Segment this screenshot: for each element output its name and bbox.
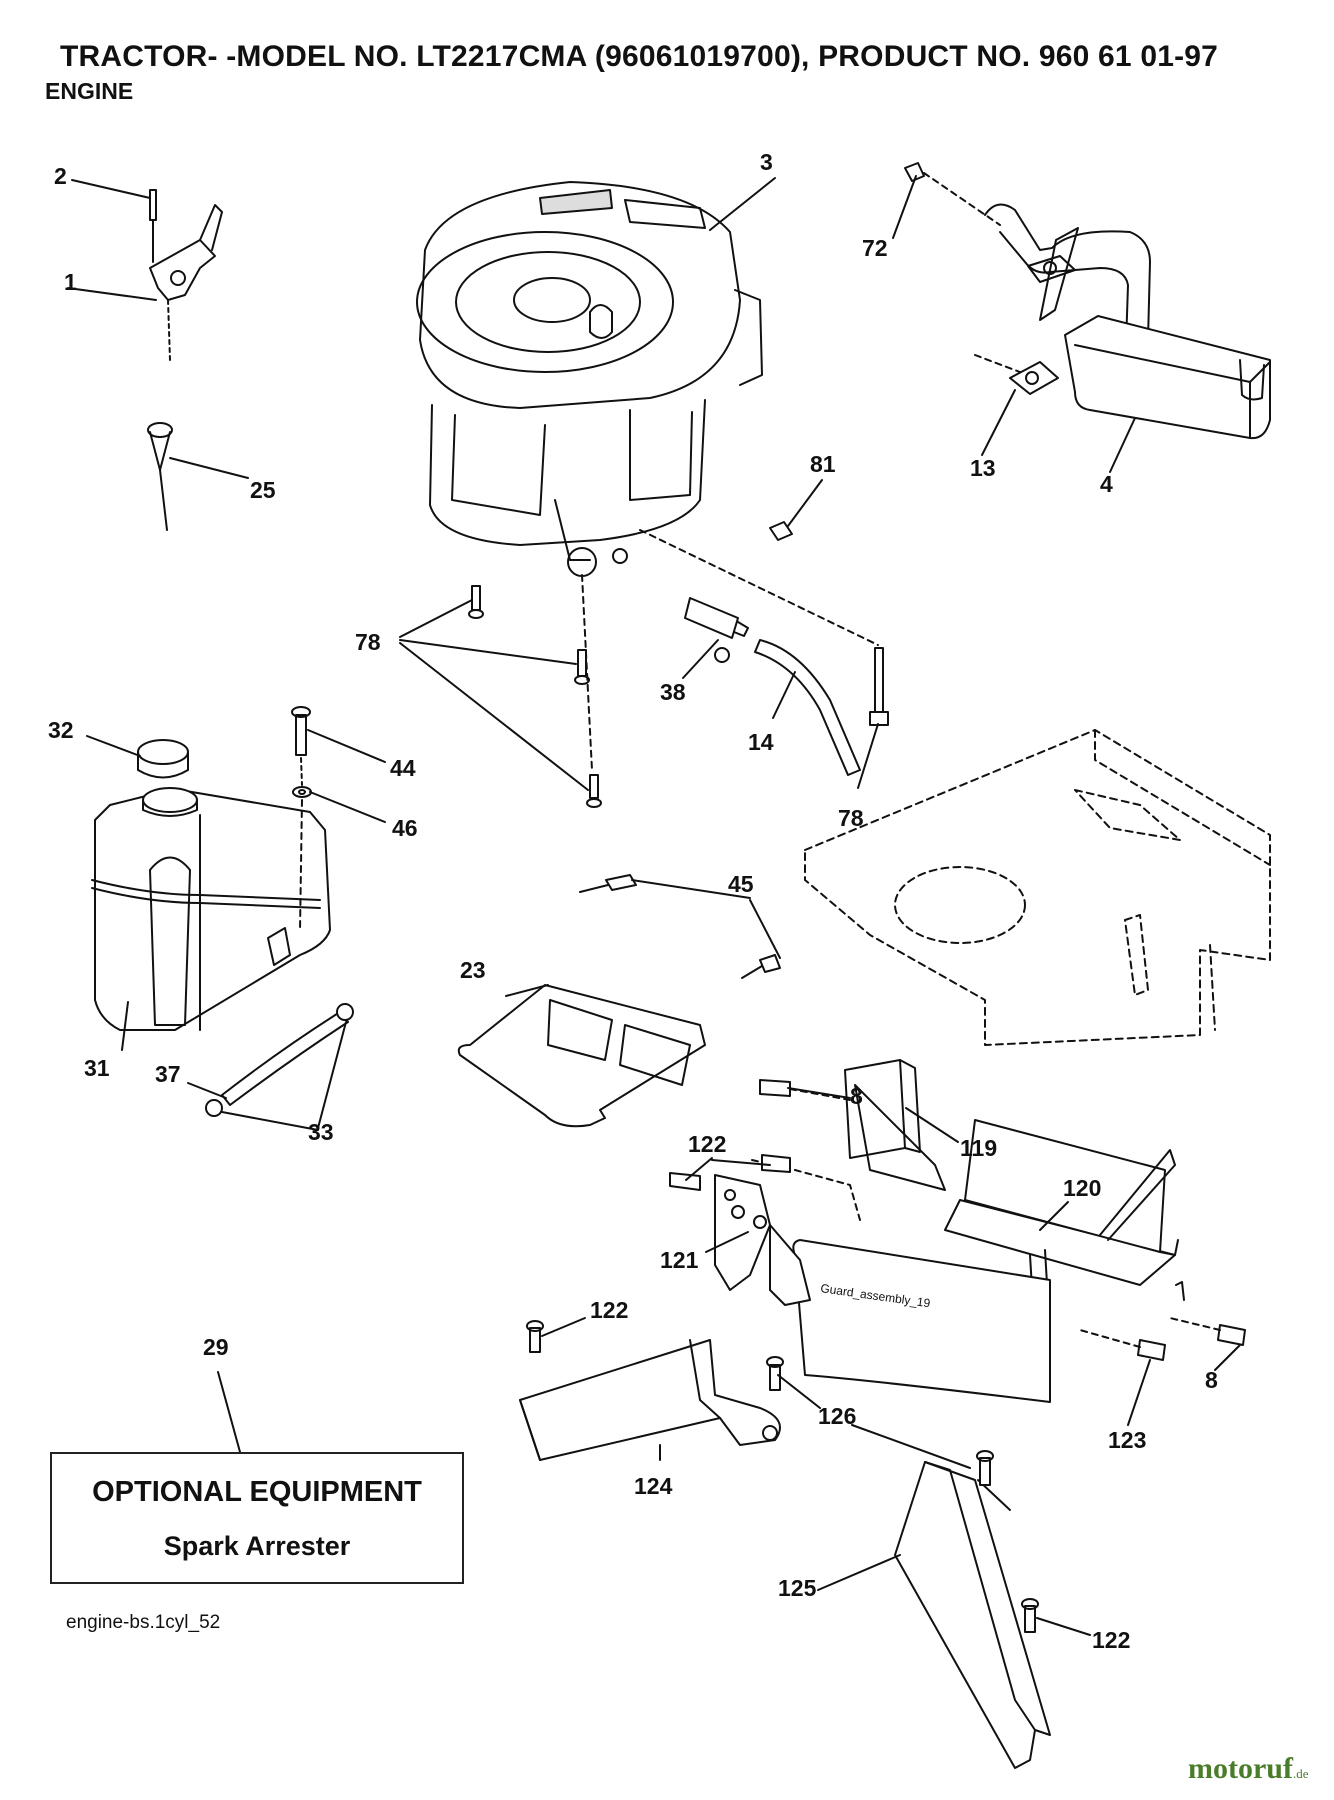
- callout-81: 81: [810, 451, 836, 477]
- optional-equipment-item: Spark Arrester: [163, 1531, 351, 1561]
- heat-shield-part: [457, 874, 781, 1128]
- callout-32: 32: [48, 717, 74, 743]
- diagram-title: TRACTOR- -MODEL NO. LT2217CMA (960610197…: [60, 40, 1219, 73]
- dipstick-part: [147, 422, 173, 531]
- callout-120: 120: [1063, 1175, 1101, 1201]
- callout-29: 29: [203, 1334, 229, 1360]
- callout-125: 125: [778, 1575, 817, 1601]
- callout-1: 1: [64, 269, 77, 295]
- callout-45: 45: [728, 871, 754, 897]
- callout-122-top: 122: [688, 1131, 726, 1157]
- callout-123: 123: [1108, 1427, 1146, 1453]
- callout-25: 25: [250, 477, 276, 503]
- fuel-line-part: [205, 1003, 354, 1117]
- optional-equipment-heading: OPTIONAL EQUIPMENT: [92, 1476, 422, 1508]
- muffler-part: [904, 162, 1271, 440]
- optional-equipment-box: OPTIONAL EQUIPMENT Spark Arrester: [50, 1452, 464, 1584]
- callout-46: 46: [392, 815, 418, 841]
- engine-part: [416, 181, 763, 577]
- diagram-subtitle: ENGINE: [45, 78, 134, 104]
- callout-44: 44: [390, 755, 416, 781]
- callout-126: 126: [818, 1403, 856, 1429]
- callout-119: 119: [960, 1135, 997, 1161]
- callout-122-middle: 122: [590, 1297, 628, 1323]
- leader-lines: [67, 175, 1241, 1636]
- callout-3: 3: [760, 149, 773, 175]
- callout-78-right: 78: [838, 805, 864, 831]
- fuel-tank-part: [91, 739, 331, 1031]
- callout-labels: 1 2 3 4 8 8 13 14 23 25 29 31 32 33 37 3…: [48, 149, 1218, 1653]
- brand-name: motoruf: [1188, 1752, 1293, 1785]
- brand-tld: .de: [1292, 1766, 1309, 1781]
- tank-bolt-part: [291, 706, 312, 931]
- callout-8-upper: 8: [850, 1083, 863, 1109]
- callout-72: 72: [862, 235, 888, 261]
- callout-121: 121: [660, 1247, 699, 1273]
- callout-4: 4: [1100, 471, 1113, 497]
- callout-124: 124: [634, 1473, 673, 1499]
- callout-23: 23: [460, 957, 486, 983]
- brand-logo: motoruf.de: [1188, 1752, 1309, 1786]
- callout-122-bottom: 122: [1092, 1627, 1130, 1653]
- oil-drain-part: [684, 597, 861, 776]
- callout-13: 13: [970, 455, 996, 481]
- chute-125-part: [894, 1450, 1051, 1769]
- frame-part: [804, 729, 1271, 1046]
- drawing-id: engine-bs.1cyl_52: [66, 1612, 221, 1633]
- callout-37: 37: [155, 1061, 181, 1087]
- callout-8-lower: 8: [1205, 1367, 1218, 1393]
- callout-33: 33: [308, 1119, 334, 1145]
- callout-14: 14: [748, 729, 774, 755]
- callout-38: 38: [660, 679, 686, 705]
- engine-bolts-part: [468, 521, 889, 808]
- callout-2: 2: [54, 163, 67, 189]
- callout-31: 31: [84, 1055, 110, 1081]
- throttle-control-part: [149, 189, 223, 361]
- shield-124-part: [519, 1320, 784, 1461]
- guard-assembly-part: [669, 1059, 1246, 1403]
- callout-78-left: 78: [355, 629, 381, 655]
